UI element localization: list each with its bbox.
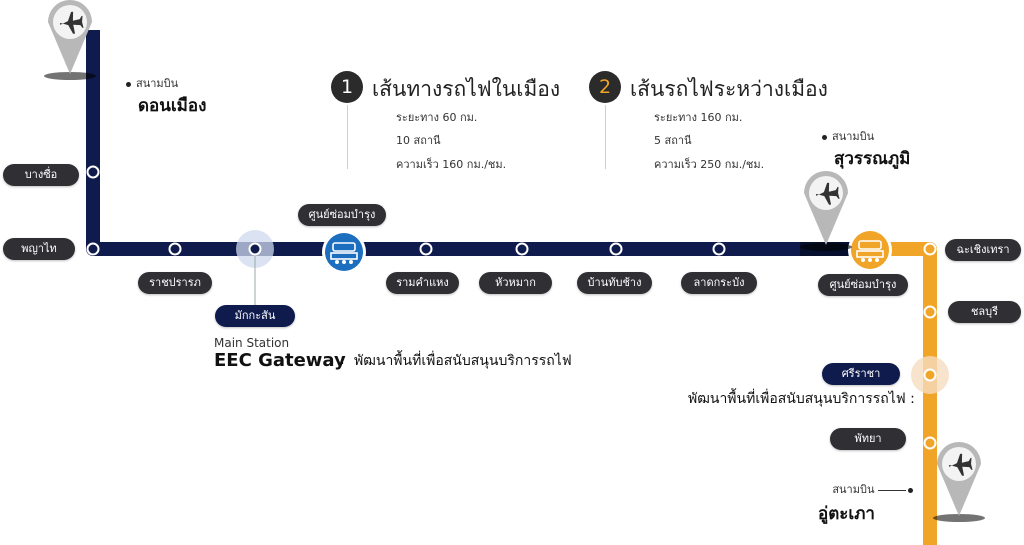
station-node-phaya-thai: [86, 242, 100, 256]
bullet-dot: [126, 81, 131, 87]
station-label-hua-mak[interactable]: หัวหมาก: [479, 272, 552, 294]
city-line-path: [86, 30, 870, 256]
station-label-ratchaprarop[interactable]: ราชปรารภ: [138, 272, 212, 294]
route-number-badge: 2: [589, 71, 621, 103]
station-label-lat-krabang[interactable]: ลาดกระบัง: [681, 272, 757, 294]
station-node-makkasan: [248, 242, 262, 256]
route-station-count: 10 สถานี: [396, 134, 441, 147]
eec-caption-big: EEC Gateway: [214, 350, 346, 371]
airport-name: สุวรรณภูมิ: [834, 149, 911, 169]
station-node-pattaya: [923, 436, 937, 450]
station-label-chachoengsao[interactable]: ฉะเชิงเทรา: [945, 239, 1021, 261]
station-label-bang-sue[interactable]: บางซื่อ: [3, 164, 79, 186]
route-speed: ความเร็ว 160 กม./ชม.: [396, 158, 507, 171]
station-label-ramkhamhaeng[interactable]: รามคำแหง: [386, 272, 459, 294]
maintenance-depot-icon: [848, 228, 892, 272]
route-station-count: 5 สถานี: [654, 134, 692, 147]
route-title: เส้นรถไฟระหว่างเมือง: [630, 77, 828, 101]
station-label-si-racha[interactable]: ศรีราชา: [822, 363, 900, 385]
eec-description: พัฒนาพื้นที่เพื่อสนับสนุนบริการรถไฟ: [354, 353, 572, 369]
route-number-badge: 1: [331, 71, 363, 103]
station-node-chonburi: [923, 305, 937, 319]
station-node-hua-mak: [515, 242, 529, 256]
intercity-station-nodes: [923, 242, 937, 450]
station-label-ban-thap-chang[interactable]: บ้านทับช้าง: [577, 272, 652, 294]
route-distance: ระยะทาง 160 กม.: [654, 111, 743, 124]
station-label-pattaya[interactable]: พัทยา: [830, 428, 906, 450]
airport-small-label: สนามบิน: [136, 77, 179, 90]
route-divider: [347, 105, 348, 169]
airplane-icon: [933, 442, 985, 522]
route-divider: [605, 105, 606, 169]
station-node-ban-thap-chang: [609, 242, 623, 256]
eec-caption-small: Main Station: [214, 336, 290, 350]
station-label-makkasan[interactable]: มักกะสัน: [215, 305, 295, 327]
bullet-dot: [908, 487, 913, 493]
maintenance-depot-icon: [322, 230, 366, 274]
station-node-bang-sue: [86, 165, 100, 179]
station-label-phaya-thai[interactable]: พญาไท: [3, 238, 75, 260]
airport-label-u-tapao: สนามบิน อู่ตะเภา: [818, 480, 918, 527]
airport-label-suvarnabhumi: สนามบิน สุวรรณภูมิ: [822, 127, 910, 172]
station-node-ratchaprarop: [168, 242, 182, 256]
airport-small-label: สนามบิน: [832, 483, 875, 496]
route-distance: ระยะทาง 60 กม.: [396, 111, 478, 124]
route-title: เส้นทางรถไฟในเมือง: [372, 77, 561, 101]
airport-small-label: สนามบิน: [832, 130, 875, 143]
depot-label: ศูนย์ซ่อมบำรุง: [818, 274, 908, 296]
route-speed: ความเร็ว 250 กม./ชม.: [654, 158, 765, 171]
station-node-lat-krabang: [712, 242, 726, 256]
airport-name: ดอนเมือง: [138, 96, 207, 116]
station-node-chachoengsao: [923, 242, 937, 256]
station-node-ramkhamhaeng: [419, 242, 433, 256]
depot-label: ศูนย์ซ่อมบำรุง: [298, 204, 386, 226]
si-racha-description: พัฒนาพื้นที่เพื่อสนับสนุนบริการรถไฟ :: [688, 391, 915, 407]
bullet-dot: [822, 134, 827, 140]
eec-separator: :: [340, 352, 345, 368]
city-station-nodes: [86, 165, 726, 256]
airplane-icon: [44, 0, 96, 80]
station-node-si-racha: [923, 368, 937, 382]
airport-name: อู่ตะเภา: [818, 504, 875, 524]
airplane-icon: [800, 171, 852, 251]
airport-label-don-mueang: สนามบิน ดอนเมือง: [126, 74, 206, 119]
station-label-chonburi[interactable]: ชลบุรี: [948, 301, 1021, 323]
